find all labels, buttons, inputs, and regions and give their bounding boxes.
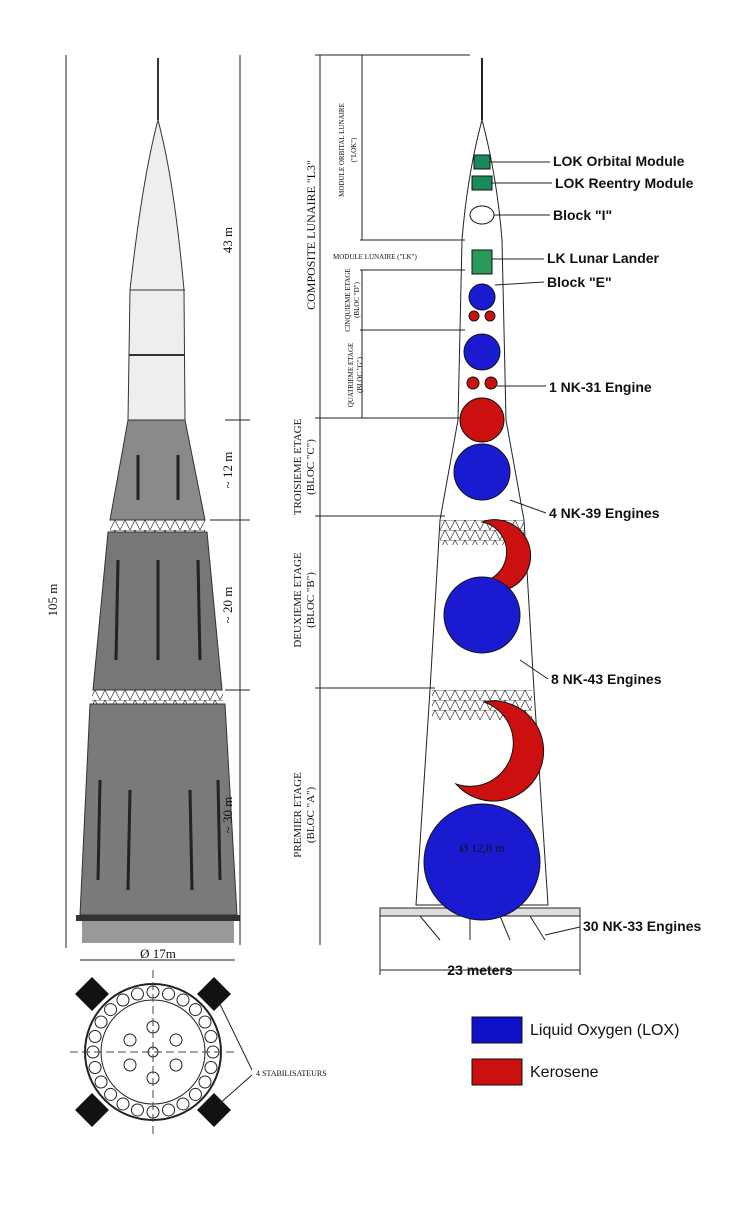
bottom-view: [70, 970, 253, 1134]
outer-engine: [88, 1061, 102, 1075]
tanks: [423, 154, 545, 921]
legend-swatch-lox: [471, 1016, 523, 1044]
troisieme-bloc: (BLOC "C"): [305, 439, 317, 495]
dim-43-label: 43 m: [220, 227, 235, 253]
cinquieme-bloc: (BLOC "D"): [353, 281, 361, 318]
width-label: 23 meters: [447, 962, 513, 978]
premier-bloc: (BLOC "A"): [305, 786, 317, 843]
dim-30-label: ~ 30 m: [220, 797, 235, 834]
outer-engine: [94, 1015, 108, 1029]
callout-lk-lander: LK Lunar Lander: [547, 250, 660, 266]
module-lunaire-label: MODULE LUNAIRE ("LK"): [333, 253, 418, 261]
deuxieme-bloc: (BLOC "B"): [305, 572, 317, 628]
outer-engine: [176, 1097, 190, 1111]
premier-label: PREMIER ETAGE: [292, 772, 304, 858]
outer-engine: [130, 1103, 144, 1117]
troisieme-label: TROISIEME ETAGE: [292, 418, 304, 515]
callout-lok-reentry: LOK Reentry Module: [555, 175, 694, 191]
legend: Liquid Oxygen (LOX) Kerosene: [471, 1016, 679, 1086]
callout-lok-orbital: LOK Orbital Module: [553, 153, 685, 169]
callout-nk39: 4 NK-39 Engines: [549, 505, 660, 521]
outer-engine: [204, 1061, 218, 1075]
dim-12-label: ~ 12 m: [220, 452, 235, 489]
block-c-kerosene: [459, 397, 505, 443]
outer-engine: [198, 1015, 212, 1029]
module-orbital-label: MODULE ORBITAL LUNAIRE: [338, 103, 346, 197]
outer-engine: [88, 1029, 102, 1043]
diameter-label: Ø 17m: [140, 946, 176, 961]
outer-engine: [162, 987, 176, 1001]
outer-engine: [116, 1097, 130, 1111]
quatrieme-bloc: (BLOC "G"): [356, 356, 364, 393]
left-rocket: [76, 58, 240, 943]
lok-reentry-module: [471, 175, 493, 191]
outer-engine: [104, 1087, 118, 1101]
sphere-diameter-label: Ø 12,8 m: [460, 841, 506, 855]
total-height-label: 105 m: [45, 584, 60, 617]
outer-engine: [94, 1075, 108, 1089]
outer-engine: [188, 1003, 202, 1017]
lok-orbital-module: [473, 154, 491, 170]
dim-20-label: ~ 20 m: [220, 587, 235, 624]
block-b-lox: [443, 576, 521, 654]
block-a-lox: [423, 803, 541, 921]
left-dimensions: [65, 55, 250, 961]
module-orbital-code: ("LOK"): [350, 137, 358, 162]
outer-engine: [204, 1029, 218, 1043]
outer-engine: [130, 987, 144, 1001]
outer-engine: [104, 1003, 118, 1017]
callout-nk43: 8 NK-43 Engines: [551, 671, 662, 687]
block-i-tank: [469, 205, 495, 225]
legend-label-kerosene: Kerosene: [530, 1064, 599, 1081]
outer-engine: [162, 1103, 176, 1117]
outer-engine: [198, 1075, 212, 1089]
legend-swatch-kerosene: [471, 1058, 523, 1086]
block-a-kerosene: [454, 700, 545, 802]
deuxieme-label: DEUXIEME ETAGE: [292, 552, 304, 648]
legend-label-lox: Liquid Oxygen (LOX): [530, 1022, 679, 1039]
outer-engine: [116, 993, 130, 1007]
cinquieme-label: CINQUIEME ETAGE: [344, 268, 352, 331]
block-e-lox: [468, 283, 496, 311]
callout-block-e: Block "E": [547, 274, 612, 290]
callout-block-i: Block "I": [553, 207, 612, 223]
lk-lander: [471, 249, 493, 275]
quatrieme-label: QUATRIEME ETAGE: [347, 343, 355, 408]
callout-nk31: 1 NK-31 Engine: [549, 379, 652, 395]
callout-leaders: [490, 161, 581, 936]
right-dimensions: [315, 54, 470, 945]
block-g-lox: [463, 333, 501, 371]
outer-engine: [176, 993, 190, 1007]
block-c-lox: [453, 443, 511, 501]
stabilizers-label: 4 STABILISATEURS: [256, 1069, 327, 1078]
callout-nk33: 30 NK-33 Engines: [583, 918, 701, 934]
outer-engine: [188, 1087, 202, 1101]
composite-label: COMPOSITE LUNAIRE "L3": [304, 160, 318, 310]
